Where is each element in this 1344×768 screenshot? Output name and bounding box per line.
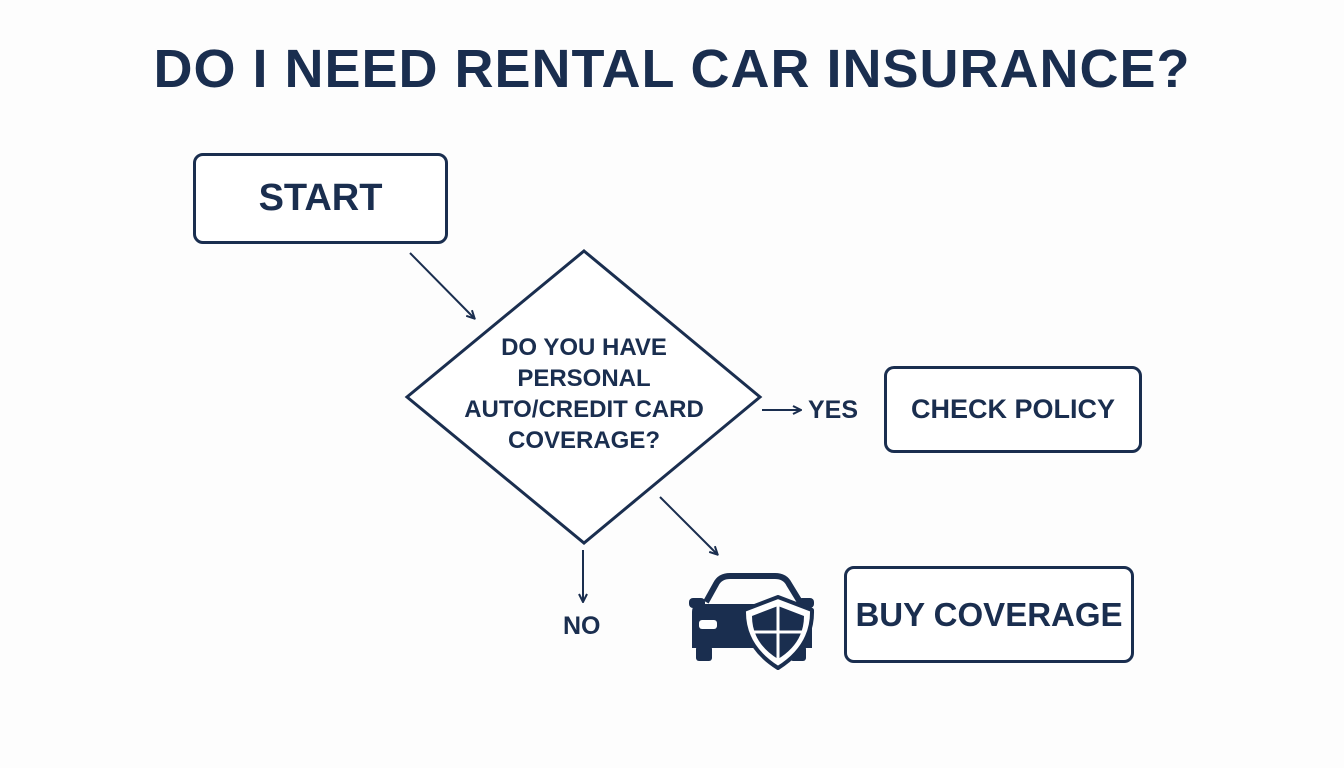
buy-coverage-label: BUY COVERAGE (855, 595, 1123, 633)
question-line: AUTO/CREDIT CARD (464, 396, 704, 423)
arrow-to-buy (659, 496, 717, 554)
arrow-start-to-decision (409, 252, 474, 318)
diagram-title: DO I NEED RENTAL CAR INSURANCE? (153, 39, 1191, 99)
decision-diamond (404, 249, 763, 545)
start-node: START (193, 153, 448, 244)
buy-coverage-node: BUY COVERAGE (844, 566, 1134, 663)
car-shield-icon (689, 573, 815, 670)
question-line: COVERAGE? (507, 427, 660, 454)
check-policy-node: CHECK POLICY (884, 366, 1142, 453)
yes-label: YES (808, 396, 859, 424)
question-line: DO YOU HAVE (501, 334, 667, 361)
start-label: START (258, 177, 383, 219)
decision-question: DO YOU HAVE PERSONAL AUTO/CREDIT CARD CO… (440, 332, 728, 456)
question-line: PERSONAL (517, 365, 651, 392)
no-label: NO (563, 612, 601, 640)
check-policy-label: CHECK POLICY (910, 394, 1116, 424)
